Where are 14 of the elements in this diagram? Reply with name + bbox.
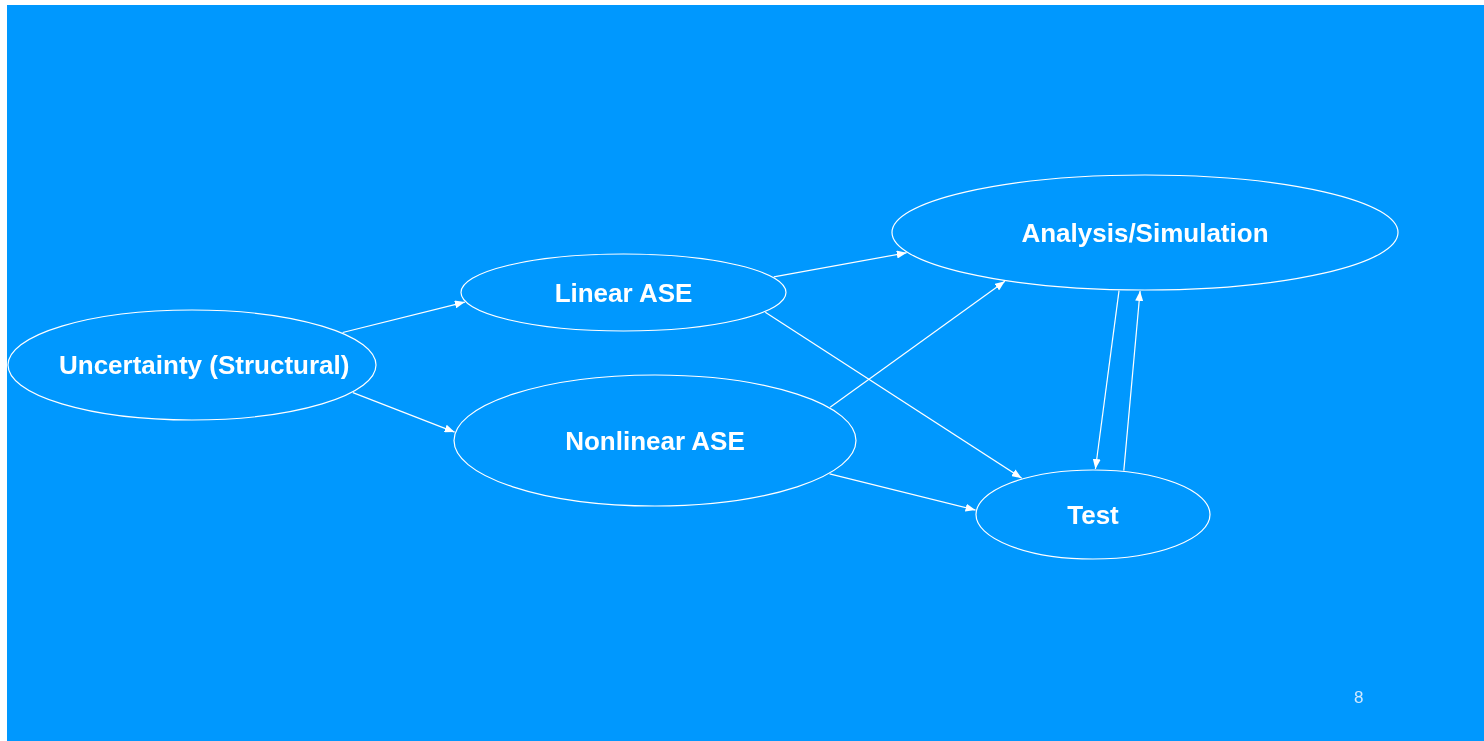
node-label: Linear ASE [553,276,694,309]
arrow [352,392,456,433]
arrow [1123,290,1144,472]
arrow [342,300,466,334]
node-label: Analysis/Simulation [1020,216,1270,249]
node-label: Nonlinear ASE [564,424,746,457]
arrow [829,280,1006,408]
arrow [1092,290,1120,470]
arrow [773,250,908,278]
page-number: 8 [1354,687,1364,709]
node-label: Uncertainty (Structural) [58,349,351,381]
node-label: Test [1066,498,1120,531]
arrow [829,473,977,512]
arrow [764,311,1023,479]
